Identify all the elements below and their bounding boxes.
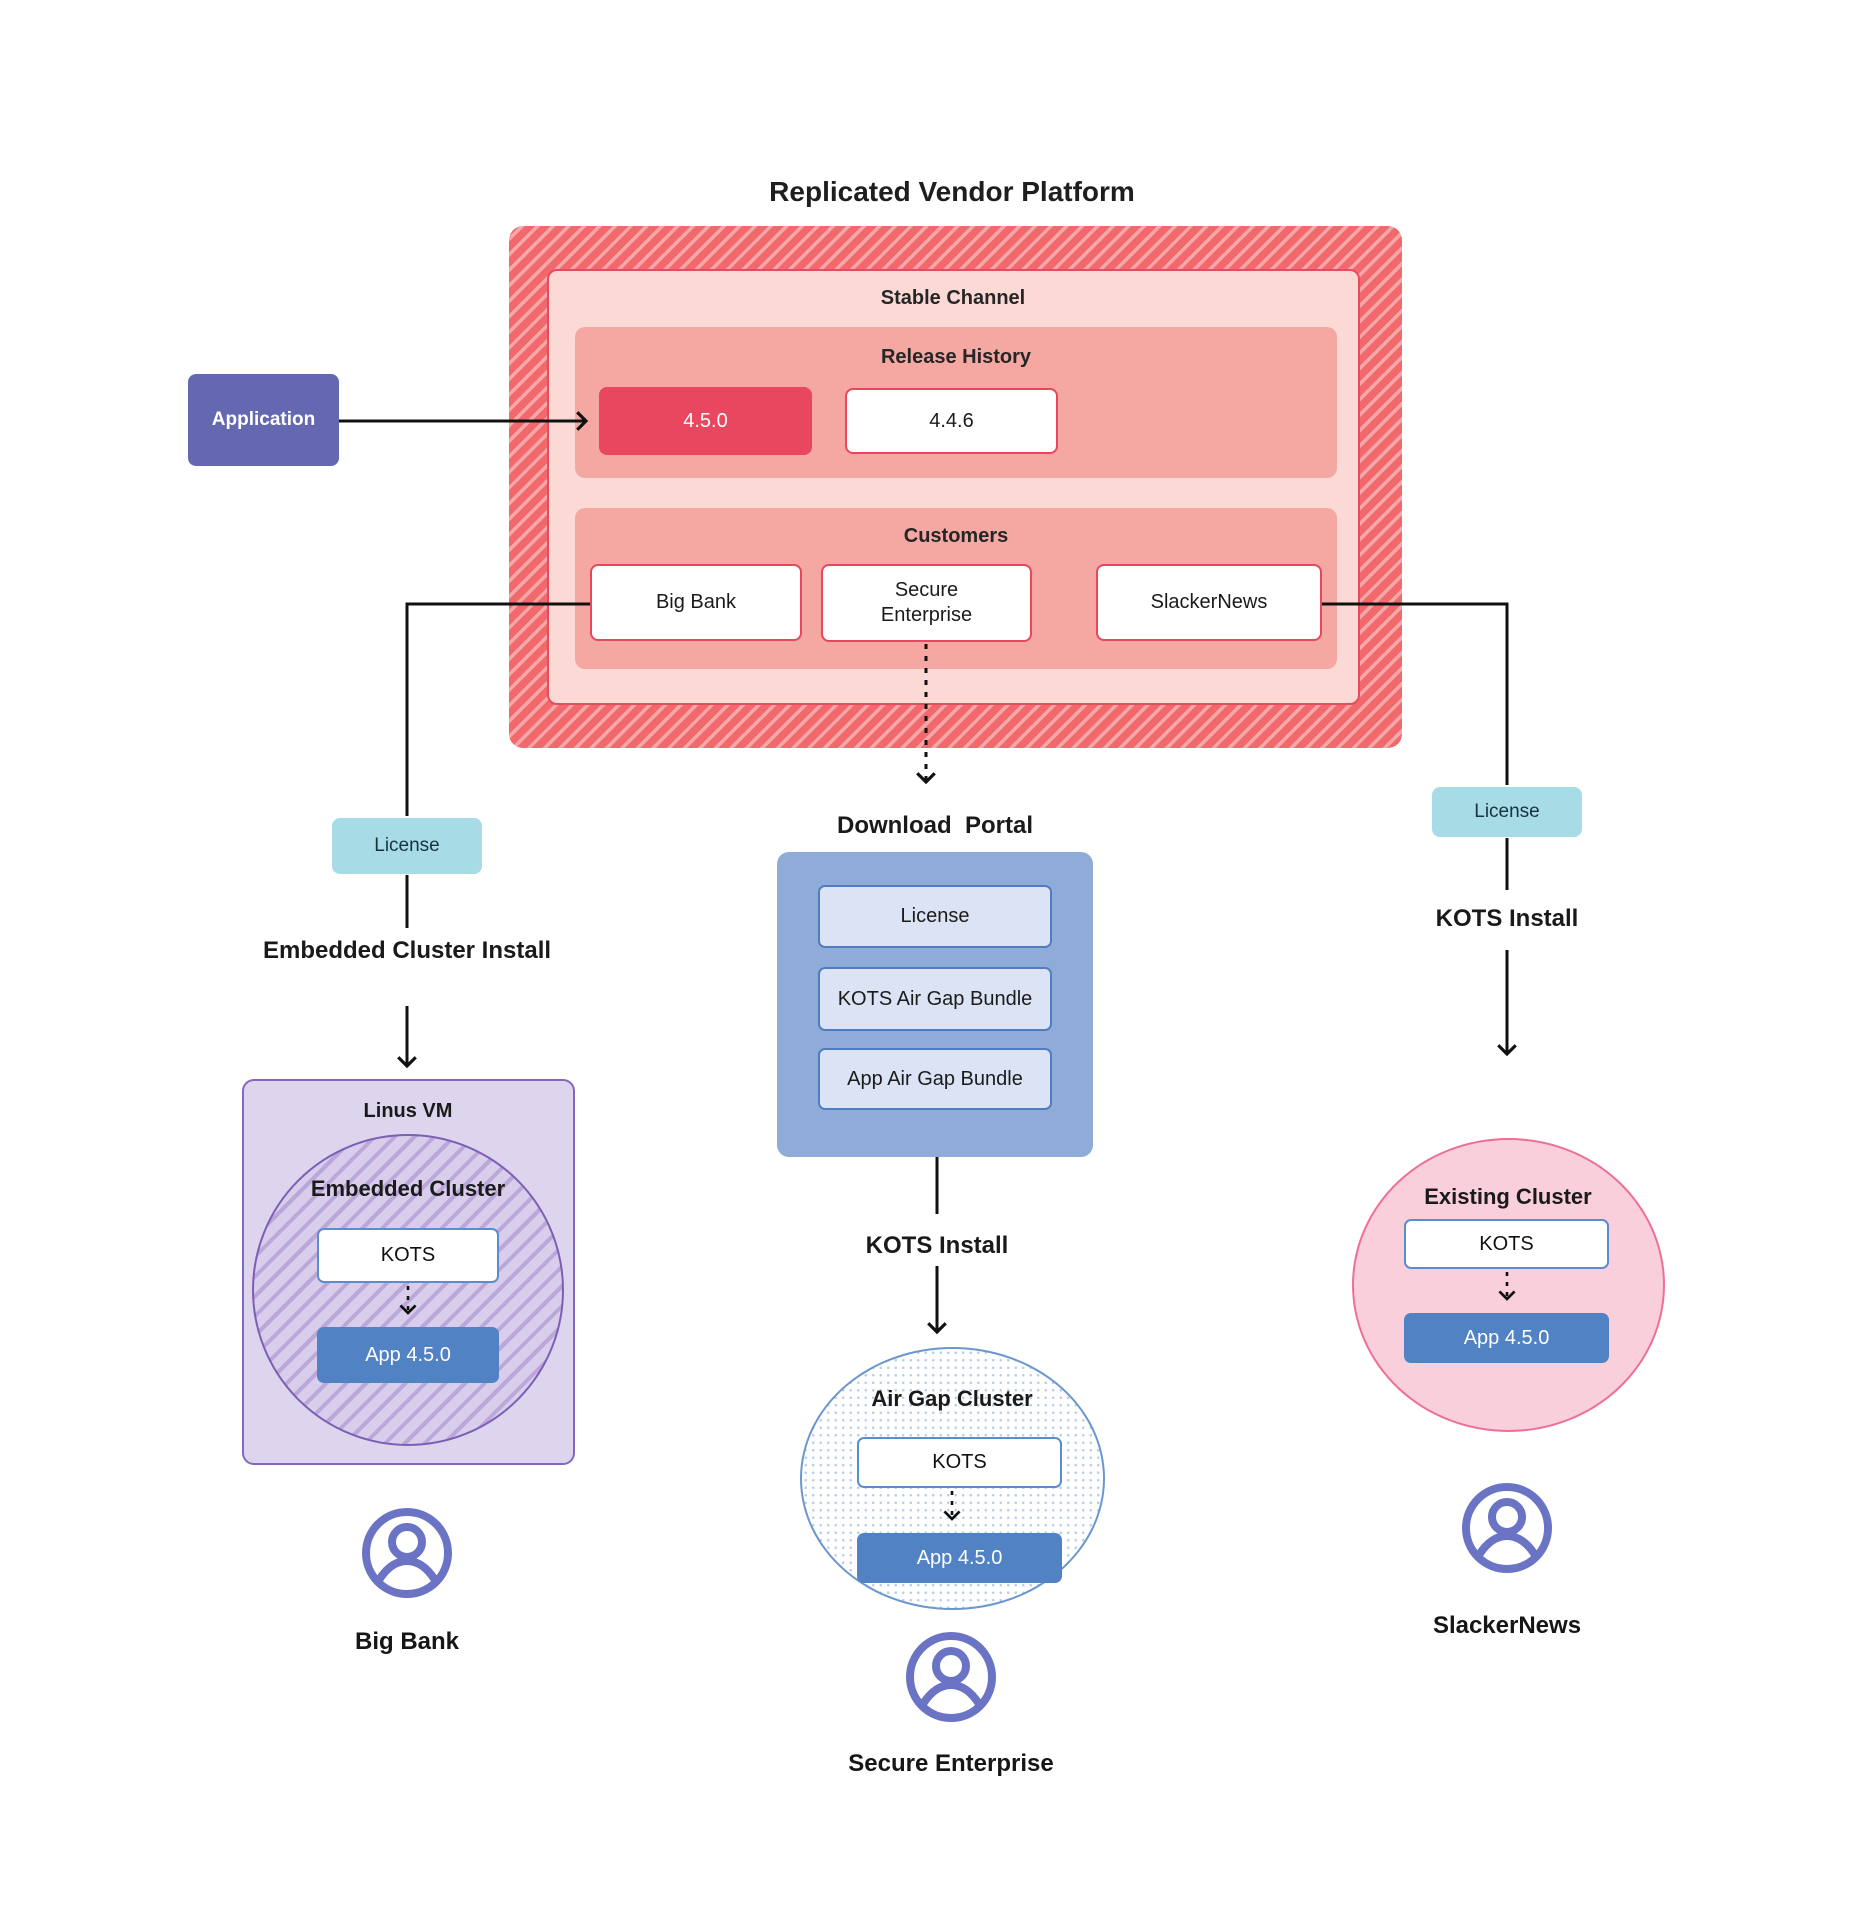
app-box-secure-enterprise: App 4.5.0 [857, 1533, 1062, 1583]
embedded-cluster-install-label: Embedded Cluster Install [262, 937, 552, 964]
customers-label: Customers [903, 525, 1009, 547]
person-name-slackernews: SlackerNews [1432, 1612, 1582, 1639]
customer-slackernews: SlackerNews [1096, 564, 1322, 641]
embedded-cluster-label: Embedded Cluster [310, 1176, 506, 1201]
portal-item-app-airgap-bundle: App Air Gap Bundle [818, 1048, 1052, 1110]
release-version-current: 4.5.0 [599, 387, 812, 455]
user-icon [1462, 1483, 1552, 1573]
person-name-big-bank: Big Bank [354, 1628, 459, 1655]
kots-box-big-bank: KOTS [317, 1228, 499, 1283]
air-gap-cluster-label: Air Gap Cluster [871, 1386, 1033, 1411]
portal-item-kots-airgap-bundle: KOTS Air Gap Bundle [818, 967, 1052, 1031]
user-icon [906, 1632, 996, 1722]
license-box-slackernews: License [1432, 787, 1582, 837]
existing-cluster-label: Existing Cluster [1424, 1184, 1592, 1209]
linus-vm-label: Linus VM [363, 1100, 453, 1122]
person-name-secure-enterprise: Secure Enterprise [848, 1750, 1054, 1777]
download-portal-label: Download Portal [836, 812, 1033, 839]
app-box-big-bank: App 4.5.0 [317, 1327, 499, 1383]
kots-box-secure-enterprise: KOTS [857, 1437, 1062, 1488]
kots-install-label-center: KOTS Install [865, 1232, 1009, 1259]
existing-cluster-circle [1352, 1138, 1665, 1432]
diagram-title: Replicated Vendor Platform [769, 176, 1135, 207]
stable-channel-label: Stable Channel [880, 287, 1026, 309]
customer-secure-enterprise: Secure Enterprise [821, 564, 1032, 642]
release-version-previous: 4.4.6 [845, 388, 1058, 454]
customer-big-bank: Big Bank [590, 564, 802, 641]
kots-box-slackernews: KOTS [1404, 1219, 1609, 1269]
release-history-label: Release History [880, 346, 1032, 368]
application-box: Application [188, 374, 339, 466]
user-icon [362, 1508, 452, 1598]
app-box-slackernews: App 4.5.0 [1404, 1313, 1609, 1363]
kots-install-label-right: KOTS Install [1435, 905, 1579, 932]
license-box-big-bank: License [332, 818, 482, 874]
portal-item-license: License [818, 885, 1052, 948]
